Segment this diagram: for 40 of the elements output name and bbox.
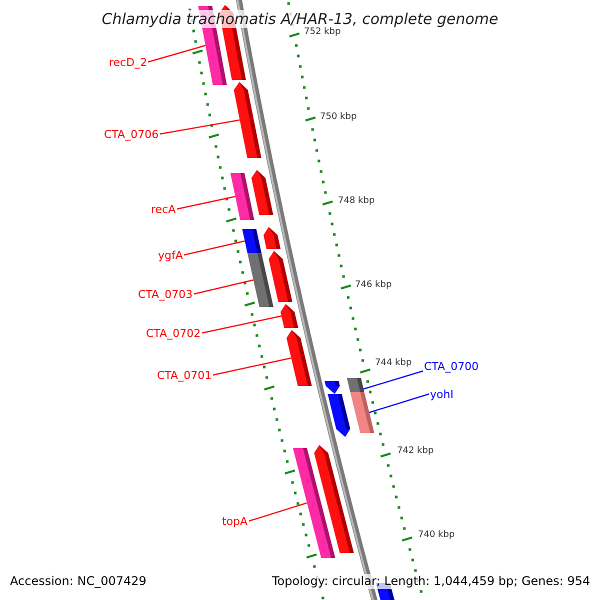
gene-label: topA <box>222 514 248 528</box>
gene-label: yohI <box>430 388 454 400</box>
gene-block <box>280 304 298 328</box>
scale-label: 748 kbp <box>338 196 375 206</box>
gene-label: CTA_0702 <box>146 326 201 340</box>
gene-block <box>324 381 340 394</box>
footer-note: Topology: circular; Length: 1,044,459 bp; Genes: 954 <box>270 574 592 588</box>
gene-label: CTA_0700 <box>424 360 479 372</box>
gene-block <box>286 330 312 386</box>
scale-label: 752 kbp <box>304 26 341 38</box>
leader-line <box>212 357 292 376</box>
scale-label: 750 kbp <box>320 112 357 122</box>
scale-label: 744 kbp <box>375 358 412 368</box>
gene-block <box>346 378 364 392</box>
gene-block <box>247 253 274 307</box>
gene-label: CTA_0701 <box>157 368 212 382</box>
leader-line <box>202 315 282 334</box>
scale-label: 740 kbp <box>418 530 455 540</box>
gene-label: recD_2 <box>109 56 148 68</box>
gene-label: recA <box>151 202 176 216</box>
leader-line <box>363 370 424 390</box>
gene-block <box>234 82 262 158</box>
leader-line <box>148 44 206 63</box>
footer-note: Accession: NC_007429 <box>8 574 148 588</box>
leader-line <box>194 279 254 295</box>
gene-block <box>350 392 374 433</box>
gene-label: CTA_0706 <box>104 128 159 140</box>
leader-line <box>248 502 307 522</box>
leader-line <box>184 240 245 256</box>
scale-label: 746 kbp <box>355 280 392 290</box>
gene-block <box>268 251 292 302</box>
gene-label: CTA_0703 <box>138 288 193 300</box>
gene-block <box>251 170 274 215</box>
gene-block <box>230 173 254 220</box>
leader-line <box>160 119 240 135</box>
gene-block <box>292 448 336 558</box>
gene-label: ygfA <box>158 248 183 262</box>
scale-label: 742 kbp <box>397 446 434 456</box>
gene-block <box>242 229 262 253</box>
gene-block <box>264 227 280 249</box>
